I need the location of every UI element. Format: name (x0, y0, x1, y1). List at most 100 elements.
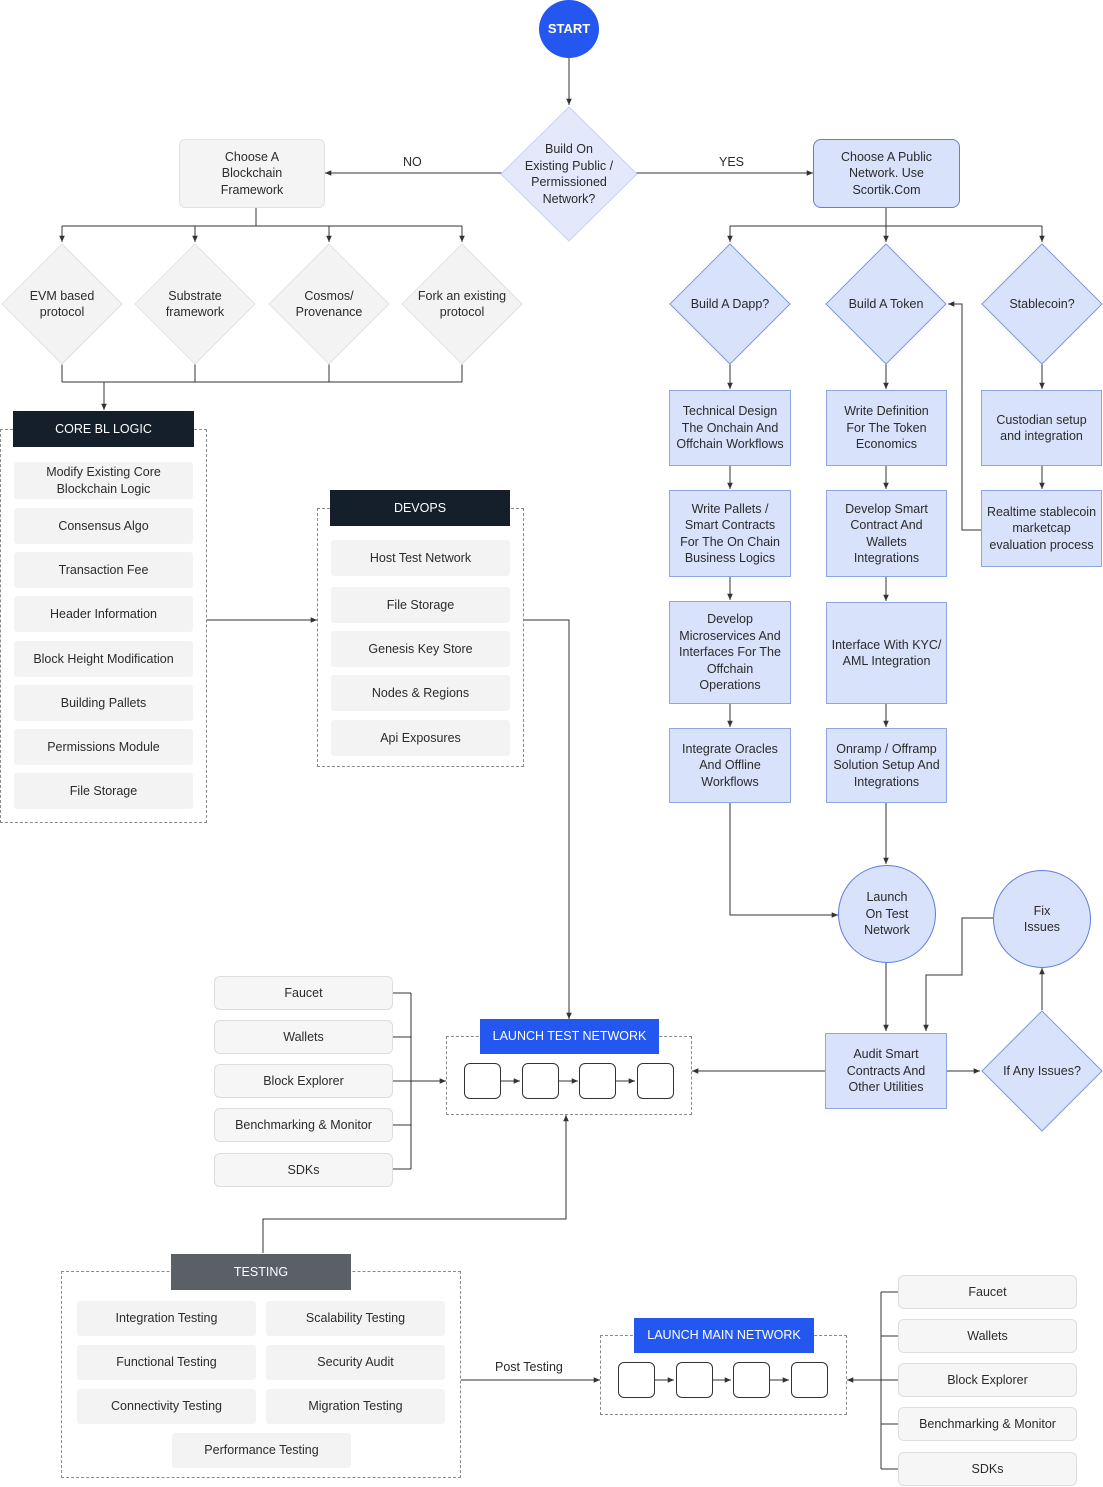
main-tool-block-explorer[interactable]: Block Explorer (898, 1363, 1077, 1397)
framework-diamond-shape (401, 243, 523, 365)
branch-label: Stablecoin? (1009, 296, 1075, 311)
core-item[interactable]: Block Height Modification (14, 641, 193, 677)
edge-label-post-testing: Post Testing (495, 1360, 563, 1374)
devops-item-label: Nodes & Regions (371, 685, 470, 700)
edge-label-no: NO (403, 155, 422, 169)
testing-item[interactable]: Performance Testing (172, 1433, 351, 1468)
testing-item[interactable]: Functional Testing (77, 1345, 256, 1380)
main-tool-faucet[interactable]: Faucet (898, 1275, 1077, 1309)
core-item[interactable]: Modify Existing Core Blockchain Logic (14, 462, 193, 499)
devops-item[interactable]: Host Test Network (331, 540, 510, 576)
fix-issues-label: Fix Issues (1023, 903, 1061, 935)
devops-header: DEVOPS (330, 490, 510, 526)
choose-blockchain-framework[interactable]: Choose A Blockchain Framework (179, 139, 325, 208)
dapp-step-microservices[interactable]: Develop Microservices And Interfaces For… (669, 601, 791, 704)
dapp-step-oracles[interactable]: Integrate Oracles And Offline Workflows (669, 728, 791, 803)
core-item-label: Consensus Algo (58, 518, 149, 533)
test-tool-sdks[interactable]: SDKs (214, 1153, 393, 1187)
token-step-onramp[interactable]: Onramp / Offramp Solution Setup And Inte… (826, 728, 947, 803)
launch-test-title: LAUNCH TEST NETWORK (492, 1029, 647, 1044)
main-tool-label: Benchmarking & Monitor (919, 1416, 1056, 1431)
core-item-label: File Storage (69, 783, 138, 798)
branch-diamond-shape (981, 243, 1103, 365)
launch-circle-label: Launch On Test Network (864, 890, 910, 938)
testing-item[interactable]: Security Audit (266, 1345, 445, 1380)
test-tool-benchmarking[interactable]: Benchmarking & Monitor (214, 1108, 393, 1142)
framework-label: EVM based protocol (29, 288, 95, 320)
devops-item-label: Api Exposures (380, 730, 461, 745)
testing-item-label: Scalability Testing (305, 1311, 406, 1326)
dapp-step-label: Write Pallets / Smart Contracts For The … (680, 501, 780, 566)
main-tool-label: Block Explorer (947, 1372, 1028, 1387)
core-item[interactable]: Permissions Module (14, 729, 193, 765)
testing-title: TESTING (233, 1264, 289, 1279)
stable-step-custodian[interactable]: Custodian setup and integration (981, 390, 1102, 466)
decision-label: Build On Existing Public / Permissioned … (524, 142, 614, 206)
devops-item[interactable]: Api Exposures (331, 720, 510, 756)
testing-item-label: Integration Testing (115, 1311, 218, 1326)
audit-label: Audit Smart Contracts And Other Utilitie… (846, 1047, 926, 1095)
decision-stablecoin[interactable]: Stablecoin? (981, 243, 1103, 365)
stable-step-label: Custodian setup and integration (996, 412, 1087, 444)
choose-framework-label: Choose A Blockchain Framework (220, 149, 284, 197)
core-item[interactable]: Consensus Algo (14, 508, 193, 544)
testing-item[interactable]: Connectivity Testing (77, 1389, 256, 1424)
test-tool-label: Block Explorer (263, 1073, 344, 1088)
launch-on-test-network[interactable]: Launch On Test Network (838, 865, 936, 963)
decision-build-token[interactable]: Build A Token (825, 243, 947, 365)
dapp-step-write-pallets[interactable]: Write Pallets / Smart Contracts For The … (669, 490, 791, 577)
dapp-step-technical-design[interactable]: Technical Design The Onchain And Offchai… (669, 390, 791, 466)
testing-item-label: Migration Testing (308, 1399, 403, 1414)
decision-any-issues[interactable]: If Any Issues? (981, 1010, 1103, 1132)
framework-fork[interactable]: Fork an existing protocol (401, 243, 523, 365)
core-item[interactable]: Transaction Fee (14, 552, 193, 588)
start-node[interactable]: START (539, 0, 599, 58)
token-step-kyc-aml[interactable]: Interface With KYC/ AML Integration (826, 602, 947, 704)
framework-cosmos[interactable]: Cosmos/ Provenance (268, 243, 390, 365)
launch-main-title: LAUNCH MAIN NETWORK (647, 1328, 801, 1343)
main-network-node (791, 1362, 828, 1398)
test-tool-block-explorer[interactable]: Block Explorer (214, 1064, 393, 1098)
token-step-smart-contract[interactable]: Develop Smart Contract And Wallets Integ… (826, 490, 947, 577)
core-item-label: Building Pallets (60, 695, 147, 710)
devops-item[interactable]: File Storage (331, 587, 510, 623)
framework-substrate[interactable]: Substrate framework (134, 243, 256, 365)
main-tool-label: SDKs (971, 1461, 1004, 1476)
token-step-definition[interactable]: Write Definition For The Token Economics (826, 390, 947, 466)
test-tool-wallets[interactable]: Wallets (214, 1020, 393, 1054)
main-network-node (733, 1362, 770, 1398)
core-item[interactable]: Building Pallets (14, 685, 193, 721)
framework-label: Fork an existing protocol (417, 288, 507, 320)
fix-issues[interactable]: Fix Issues (993, 870, 1091, 968)
core-item[interactable]: Header Information (14, 596, 193, 632)
core-bl-logic-header: CORE BL LOGIC (13, 411, 194, 447)
main-tool-wallets[interactable]: Wallets (898, 1319, 1077, 1353)
audit-smart-contracts[interactable]: Audit Smart Contracts And Other Utilitie… (825, 1033, 947, 1109)
test-network-node (522, 1063, 559, 1099)
testing-item[interactable]: Scalability Testing (266, 1301, 445, 1336)
decision-diamond-shape (500, 106, 638, 242)
test-tool-label: Wallets (283, 1029, 324, 1044)
test-network-node (637, 1063, 674, 1099)
decision-build-dapp[interactable]: Build A Dapp? (669, 243, 791, 365)
devops-item[interactable]: Genesis Key Store (331, 631, 510, 667)
test-network-node (464, 1063, 501, 1099)
token-step-label: Interface With KYC/ AML Integration (831, 637, 942, 669)
main-tool-sdks[interactable]: SDKs (898, 1452, 1077, 1486)
test-tool-faucet[interactable]: Faucet (214, 976, 393, 1010)
token-step-label: Write Definition For The Token Economics (844, 404, 929, 452)
stable-step-marketcap[interactable]: Realtime stablecoin marketcap evaluation… (981, 490, 1102, 567)
core-item-label: Block Height Modification (33, 651, 174, 666)
testing-item[interactable]: Migration Testing (266, 1389, 445, 1424)
main-tool-label: Faucet (968, 1284, 1007, 1299)
framework-evm[interactable]: EVM based protocol (1, 243, 123, 365)
devops-item[interactable]: Nodes & Regions (331, 675, 510, 711)
framework-diamond-shape (134, 243, 256, 365)
decision-build-on-existing-network[interactable]: Build On Existing Public / Permissioned … (500, 106, 638, 242)
choose-public-network[interactable]: Choose A Public Network. Use Scortik.Com (813, 139, 960, 208)
branch-label: Build A Token (848, 296, 924, 311)
core-item[interactable]: File Storage (14, 773, 193, 809)
core-item-label: Permissions Module (47, 739, 160, 754)
main-tool-benchmarking[interactable]: Benchmarking & Monitor (898, 1407, 1077, 1441)
testing-item[interactable]: Integration Testing (77, 1301, 256, 1336)
